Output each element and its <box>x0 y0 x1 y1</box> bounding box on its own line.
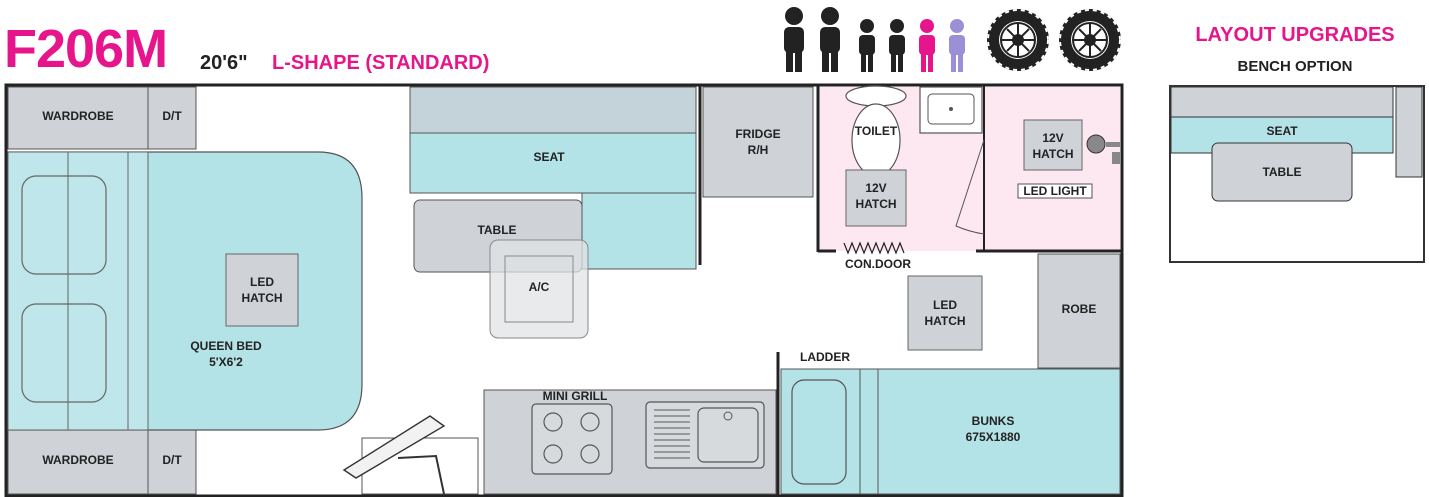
bunk-pillow <box>791 379 847 485</box>
dt-bottom-label: D/T <box>162 453 182 467</box>
toilet <box>851 103 901 177</box>
wardrobe-top-label: WARDROBE <box>42 109 113 123</box>
mini-grill-label: MINI GRILL <box>543 389 608 403</box>
led-hatch-mid <box>907 275 983 351</box>
bench-table-label: TABLE <box>1262 165 1301 179</box>
air-conditioner <box>489 239 589 339</box>
mini-grill <box>531 403 613 475</box>
wardrobe-bottom <box>7 429 149 495</box>
entry-door <box>342 415 446 479</box>
child-icon <box>949 19 965 72</box>
seat <box>409 132 697 194</box>
child-icon <box>919 19 935 72</box>
pillow <box>21 303 107 403</box>
offroad-wheel-icon <box>1059 9 1121 71</box>
upgrades-title: LAYOUT UPGRADES <box>1195 24 1395 46</box>
dt-top <box>147 86 197 150</box>
concertina-door <box>843 241 905 255</box>
layout-name: L-SHAPE (STANDARD) <box>272 52 490 74</box>
led-hatch-bed <box>225 253 299 327</box>
led-light-bar <box>1017 183 1093 199</box>
bunks <box>780 368 1121 495</box>
model-name: F206M <box>4 19 168 79</box>
dt-top-label: D/T <box>162 109 182 123</box>
fridge <box>702 86 814 198</box>
hatch-toilet <box>845 169 907 227</box>
ac-label: A/C <box>529 280 550 294</box>
adult-icon <box>784 7 804 72</box>
offroad-wheel-icon <box>987 9 1049 71</box>
occupancy-icons <box>784 7 965 72</box>
ladder-label: LADDER <box>800 350 850 364</box>
robe-label: ROBE <box>1062 302 1097 316</box>
wardrobe-bottom-label: WARDROBE <box>42 453 113 467</box>
child-icon <box>889 19 905 72</box>
con-door-label: CON.DOOR <box>845 257 911 271</box>
child-icon <box>859 19 875 72</box>
entry-step <box>361 437 479 495</box>
led-light-label: LED LIGHT <box>1023 184 1087 198</box>
seat-side <box>581 192 697 270</box>
adult-icon <box>820 7 840 72</box>
hatch-shower <box>1023 119 1083 171</box>
model-length: 20'6" <box>200 52 248 74</box>
wheel-icons <box>987 9 1121 71</box>
bench-option-plan: SEAT TABLE <box>1169 85 1425 263</box>
shower-head-icon <box>1086 134 1106 154</box>
toilet-label: TOILET <box>855 124 898 138</box>
wardrobe-top <box>7 86 149 150</box>
seat-label: SEAT <box>533 150 565 164</box>
upgrades-subtitle: BENCH OPTION <box>1237 58 1353 75</box>
table-label: TABLE <box>477 223 516 237</box>
robe <box>1037 253 1121 369</box>
bench-seat-label: SEAT <box>1266 124 1298 138</box>
seat-back <box>409 86 697 134</box>
pillow <box>21 175 107 275</box>
